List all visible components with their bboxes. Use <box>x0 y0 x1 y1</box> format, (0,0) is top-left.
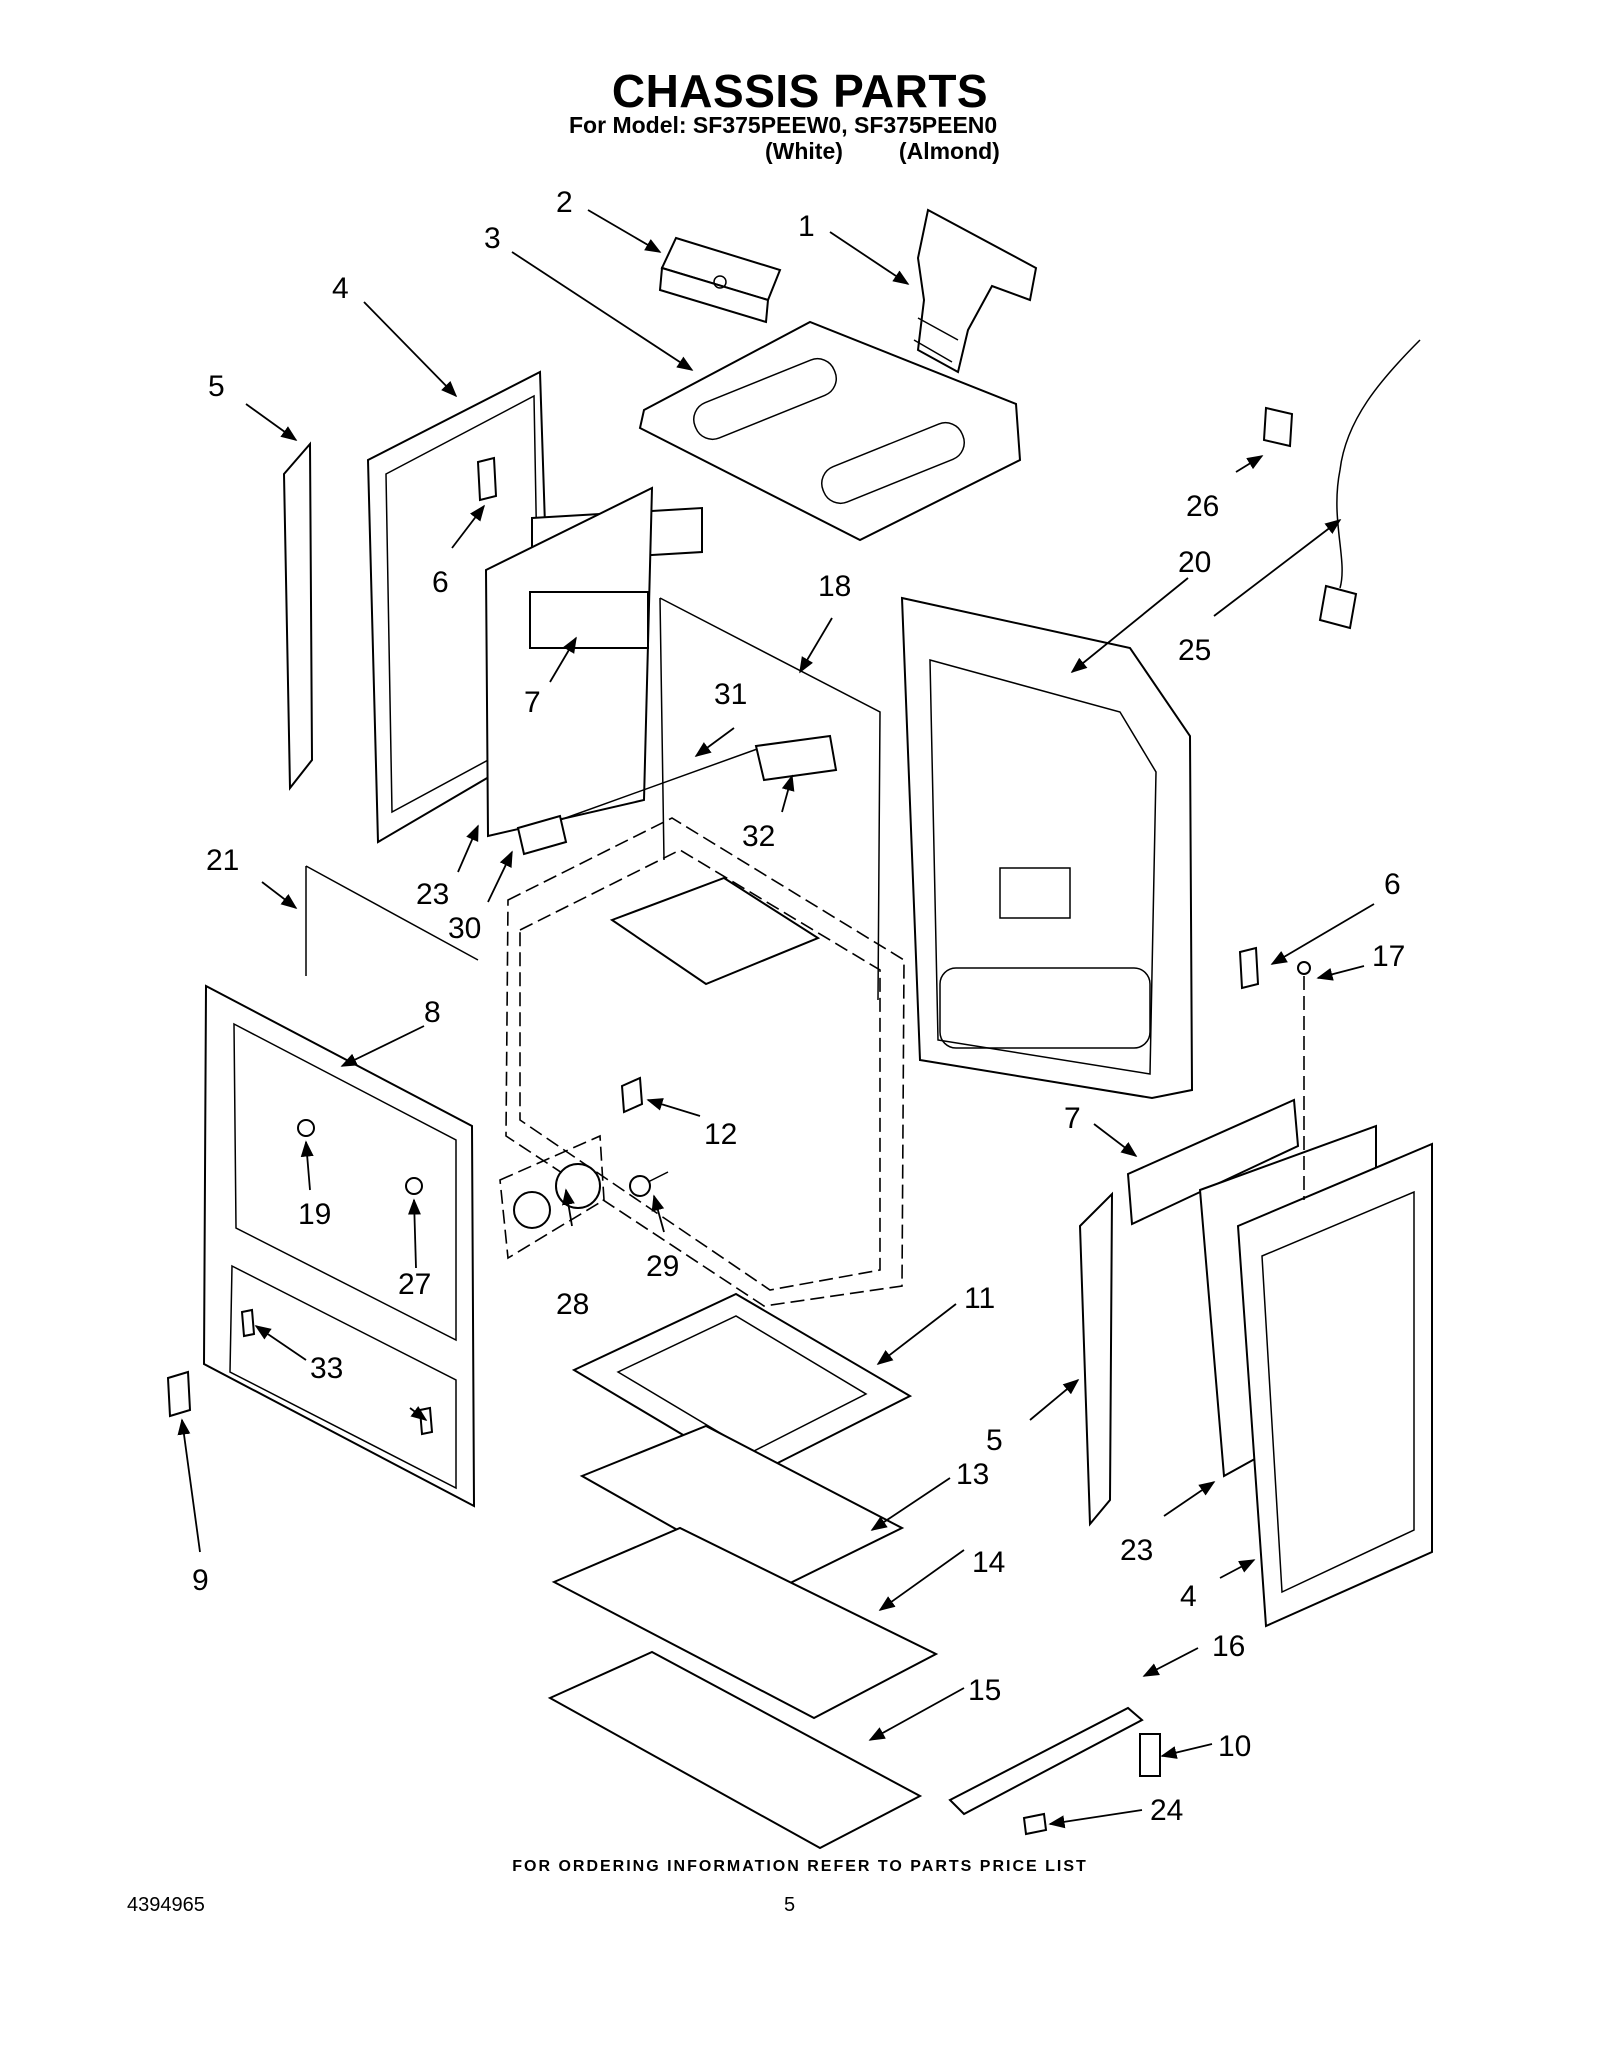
model-line: For Model: SF375PEEW0, SF375PEEN0 <box>569 112 998 138</box>
part-4-side-panel-right <box>1236 1142 1433 1628</box>
callout-13: 13 <box>956 1458 989 1491</box>
callout-2: 2 <box>556 186 573 219</box>
part-16-bracket <box>948 1706 1144 1816</box>
part-1-duct <box>913 208 1038 374</box>
variant-almond: (Almond) <box>898 138 1000 164</box>
callout-23-right: 23 <box>1120 1534 1153 1567</box>
part-25-power-cord <box>1318 339 1421 630</box>
callout-25: 25 <box>1178 634 1211 667</box>
leader-lines <box>177 209 1375 1829</box>
callout-21: 21 <box>206 844 239 877</box>
part-3-support-pan <box>638 320 1022 542</box>
part-15-bottom-panel <box>547 1650 923 1850</box>
callout-4-top: 4 <box>332 272 349 305</box>
callout-17: 17 <box>1372 940 1405 973</box>
callout-33: 33 <box>310 1352 343 1385</box>
part-26-bracket <box>1262 406 1294 448</box>
callout-5-right: 5 <box>986 1424 1003 1457</box>
callout-12: 12 <box>704 1118 737 1151</box>
callout-32: 32 <box>742 820 775 853</box>
oven-cavity <box>505 817 905 1307</box>
part-29-igniter <box>629 1171 669 1197</box>
part-24-clip <box>1022 1812 1048 1836</box>
callout-20: 20 <box>1178 546 1211 579</box>
callout-18: 18 <box>818 570 851 603</box>
part-9-leveler <box>166 1370 192 1418</box>
callout-19: 19 <box>298 1198 331 1231</box>
callout-15: 15 <box>968 1674 1001 1707</box>
part-20-rear-panel <box>900 596 1194 1100</box>
page-number: 5 <box>784 1894 796 1916</box>
callout-16: 16 <box>1212 1630 1245 1663</box>
callout-4-bottom: 4 <box>1180 1580 1197 1613</box>
part-31-32-switch <box>559 734 838 821</box>
variant-white: (White) <box>765 138 843 164</box>
callout-23-left: 23 <box>416 878 449 911</box>
part-12-hinge <box>620 1076 644 1114</box>
part-8-front-frame <box>202 984 476 1508</box>
callout-6-right: 6 <box>1384 868 1401 901</box>
callout-7-left: 7 <box>524 686 541 719</box>
part-7-insulation-left <box>484 486 703 838</box>
callout-5-left: 5 <box>208 370 225 403</box>
callout-28: 28 <box>556 1288 589 1321</box>
callout-8: 8 <box>424 996 441 1029</box>
page-title: CHASSIS PARTS <box>611 65 989 117</box>
part-18-gasket <box>659 597 881 1001</box>
callout-labels: 1 2 3 4 5 6 7 18 31 32 23 30 21 8 19 27 … <box>192 186 1405 1827</box>
part-5-rail-right <box>1078 1191 1114 1527</box>
callout-24: 24 <box>1150 1794 1183 1827</box>
callout-10: 10 <box>1218 1730 1251 1763</box>
callout-11: 11 <box>964 1282 995 1315</box>
model-variants: (White) (Almond) <box>569 138 1000 164</box>
part-5-rail-left <box>282 441 314 791</box>
part-2-bracket <box>658 236 782 324</box>
ordering-note: FOR ORDERING INFORMATION REFER TO PARTS … <box>512 1858 1088 1875</box>
part-21-gasket-strip <box>305 865 479 976</box>
document-number: 4394965 <box>127 1894 205 1916</box>
callout-31: 31 <box>714 678 747 711</box>
part-10-leveler <box>1139 1733 1161 1777</box>
callout-1: 1 <box>798 210 815 243</box>
callout-30: 30 <box>448 912 481 945</box>
callout-27: 27 <box>398 1268 431 1301</box>
part-17-screw <box>1297 961 1311 1200</box>
callout-7-right: 7 <box>1064 1102 1081 1135</box>
callout-29: 29 <box>646 1250 679 1283</box>
callout-26: 26 <box>1186 490 1219 523</box>
part-28-burner-assembly <box>499 1134 605 1260</box>
part-14-tray <box>551 1526 939 1720</box>
model-info: For Model: SF375PEEW0, SF375PEEN0 (White… <box>569 112 1000 164</box>
part-6-clip-left <box>476 456 498 502</box>
callout-9: 9 <box>192 1564 209 1597</box>
part-30-latch <box>516 814 568 856</box>
callout-3: 3 <box>484 222 501 255</box>
callout-14: 14 <box>972 1546 1005 1579</box>
part-6-clip-right <box>1238 946 1260 990</box>
callout-6-left: 6 <box>432 566 449 599</box>
